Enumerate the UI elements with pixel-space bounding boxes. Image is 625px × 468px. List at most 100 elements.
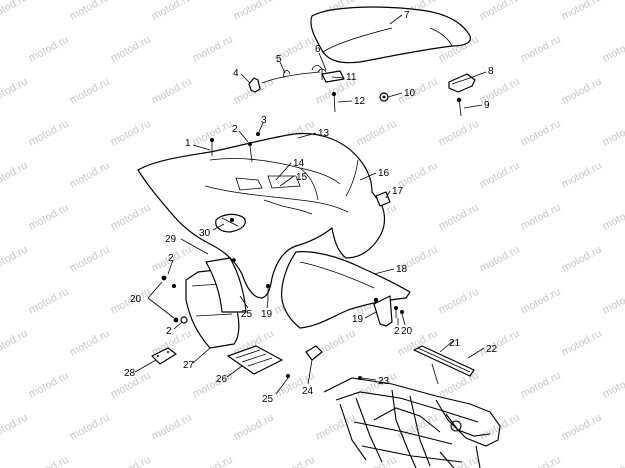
- part-latch-clip: [248, 77, 261, 93]
- watermark-text: motod.ru: [601, 286, 625, 317]
- callout-6: 6: [315, 44, 321, 55]
- watermark-text: motod.ru: [191, 454, 235, 468]
- callout-2: 2: [232, 124, 238, 135]
- watermark-text: motod.ru: [519, 286, 563, 317]
- part-seat-bracket: [448, 73, 476, 93]
- callout-13: 13: [318, 128, 330, 139]
- watermark-text: motod.ru: [109, 34, 153, 65]
- part-footrest-guard: [281, 251, 411, 329]
- callout-7: 7: [404, 10, 410, 21]
- watermark-text: motod.ru: [27, 202, 71, 233]
- callout-19: 19: [261, 309, 273, 320]
- watermark-text: motod.ru: [0, 160, 30, 191]
- watermark-text: motod.ru: [601, 454, 625, 468]
- part-fuel-cap: [215, 213, 246, 233]
- part-fasteners-left: [161, 132, 270, 324]
- callout-3: 3: [261, 115, 267, 126]
- callout-21: 21: [449, 338, 461, 349]
- watermark-text: motod.ru: [519, 34, 563, 65]
- watermark-text: motod.ru: [478, 244, 522, 275]
- callout-9: 9: [484, 100, 490, 111]
- watermark-text: motod.ru: [437, 118, 481, 149]
- watermark-text: motod.ru: [68, 0, 112, 23]
- watermark-text: motod.ru: [0, 328, 30, 359]
- callout-8: 8: [488, 66, 494, 77]
- callout-17: 17: [392, 186, 404, 197]
- watermark-text: motod.ru: [109, 454, 153, 468]
- part-latch-cable: [261, 65, 327, 84]
- callout-25: 25: [262, 394, 274, 405]
- watermark-text: motod.ru: [560, 328, 604, 359]
- watermark-text: motod.ru: [191, 34, 235, 65]
- watermark-text: motod.ru: [601, 370, 625, 401]
- callout-22: 22: [486, 344, 498, 355]
- callout-11: 11: [346, 72, 357, 83]
- callout-10: 10: [404, 88, 416, 99]
- callout-23: 23: [378, 376, 390, 387]
- watermark-text: motod.ru: [560, 160, 604, 191]
- watermark-text: motod.ru: [560, 412, 604, 443]
- callout-19: 19: [352, 314, 364, 325]
- watermark-text: motod.ru: [396, 76, 440, 107]
- callout-25: 25: [241, 309, 253, 320]
- watermark-text: motod.ru: [601, 202, 625, 233]
- watermark-text: motod.ru: [560, 76, 604, 107]
- watermark-text: motod.ru: [68, 76, 112, 107]
- callout-24: 24: [302, 386, 314, 397]
- callout-28: 28: [124, 368, 136, 379]
- callout-26: 26: [216, 374, 228, 385]
- watermark-text: motod.ru: [478, 0, 522, 23]
- callout-20: 20: [401, 326, 413, 337]
- watermark-text: motod.ru: [191, 118, 235, 149]
- part-frame: [323, 377, 501, 468]
- part-bolt-25b: [286, 374, 290, 378]
- part-rack-bar: [413, 345, 475, 377]
- watermark-text: motod.ru: [0, 412, 30, 443]
- watermark-text: motod.ru: [560, 244, 604, 275]
- callout-14: 14: [293, 158, 305, 169]
- watermark-text: motod.ru: [27, 286, 71, 317]
- watermark-text: motod.ru: [0, 76, 30, 107]
- watermark-text: motod.ru: [273, 454, 317, 468]
- watermark-text: motod.ru: [519, 118, 563, 149]
- watermark-text: motod.ru: [355, 454, 399, 468]
- watermark-text: motod.ru: [560, 0, 604, 23]
- watermark-text: motod.ru: [0, 244, 30, 275]
- callout-1: 1: [185, 138, 191, 149]
- callout-27: 27: [183, 360, 195, 371]
- watermark-text: motod.ru: [437, 202, 481, 233]
- part-inner-panel-29: [205, 257, 247, 313]
- watermark-text: motod.ru: [68, 244, 112, 275]
- watermark-text: motod.ru: [478, 328, 522, 359]
- watermark-text: motod.ru: [150, 0, 194, 23]
- part-nut-10: [379, 92, 389, 102]
- watermark-text: motod.ru: [150, 76, 194, 107]
- callout-15: 15: [296, 172, 308, 183]
- watermark-text: motod.ru: [232, 0, 276, 23]
- part-seat: [310, 6, 471, 64]
- watermark-text: motod.ru: [519, 202, 563, 233]
- watermark-text: motod.ru: [601, 118, 625, 149]
- part-rear-fender: [137, 132, 386, 299]
- callouts: 7 6 5 4 11 8 10 12 9 3 2 1 13 14 15 16 1…: [124, 10, 498, 405]
- watermark-text: motod.ru: [232, 412, 276, 443]
- callout-2: 2: [394, 326, 400, 337]
- watermark-text: motod.ru: [355, 118, 399, 149]
- watermark-text: motod.ru: [0, 0, 30, 23]
- watermark-text: motod.ru: [109, 118, 153, 149]
- watermark-text: motod.ru: [478, 160, 522, 191]
- watermark-text: motod.ru: [355, 370, 399, 401]
- part-bolts-right: [373, 295, 404, 327]
- watermark-text: motod.ru: [27, 118, 71, 149]
- part-pad-24: [305, 345, 323, 361]
- watermark-text: motod.ru: [68, 328, 112, 359]
- callout-30: 30: [199, 228, 211, 239]
- watermark-text: motod.ru: [437, 370, 481, 401]
- watermark-text: motod.ru: [191, 370, 235, 401]
- leader-lines: [134, 14, 487, 395]
- watermark-text: motod.ru: [27, 454, 71, 468]
- callout-20: 20: [130, 294, 142, 305]
- part-bracket-17: [375, 191, 391, 207]
- watermark-text: motod.ru: [68, 412, 112, 443]
